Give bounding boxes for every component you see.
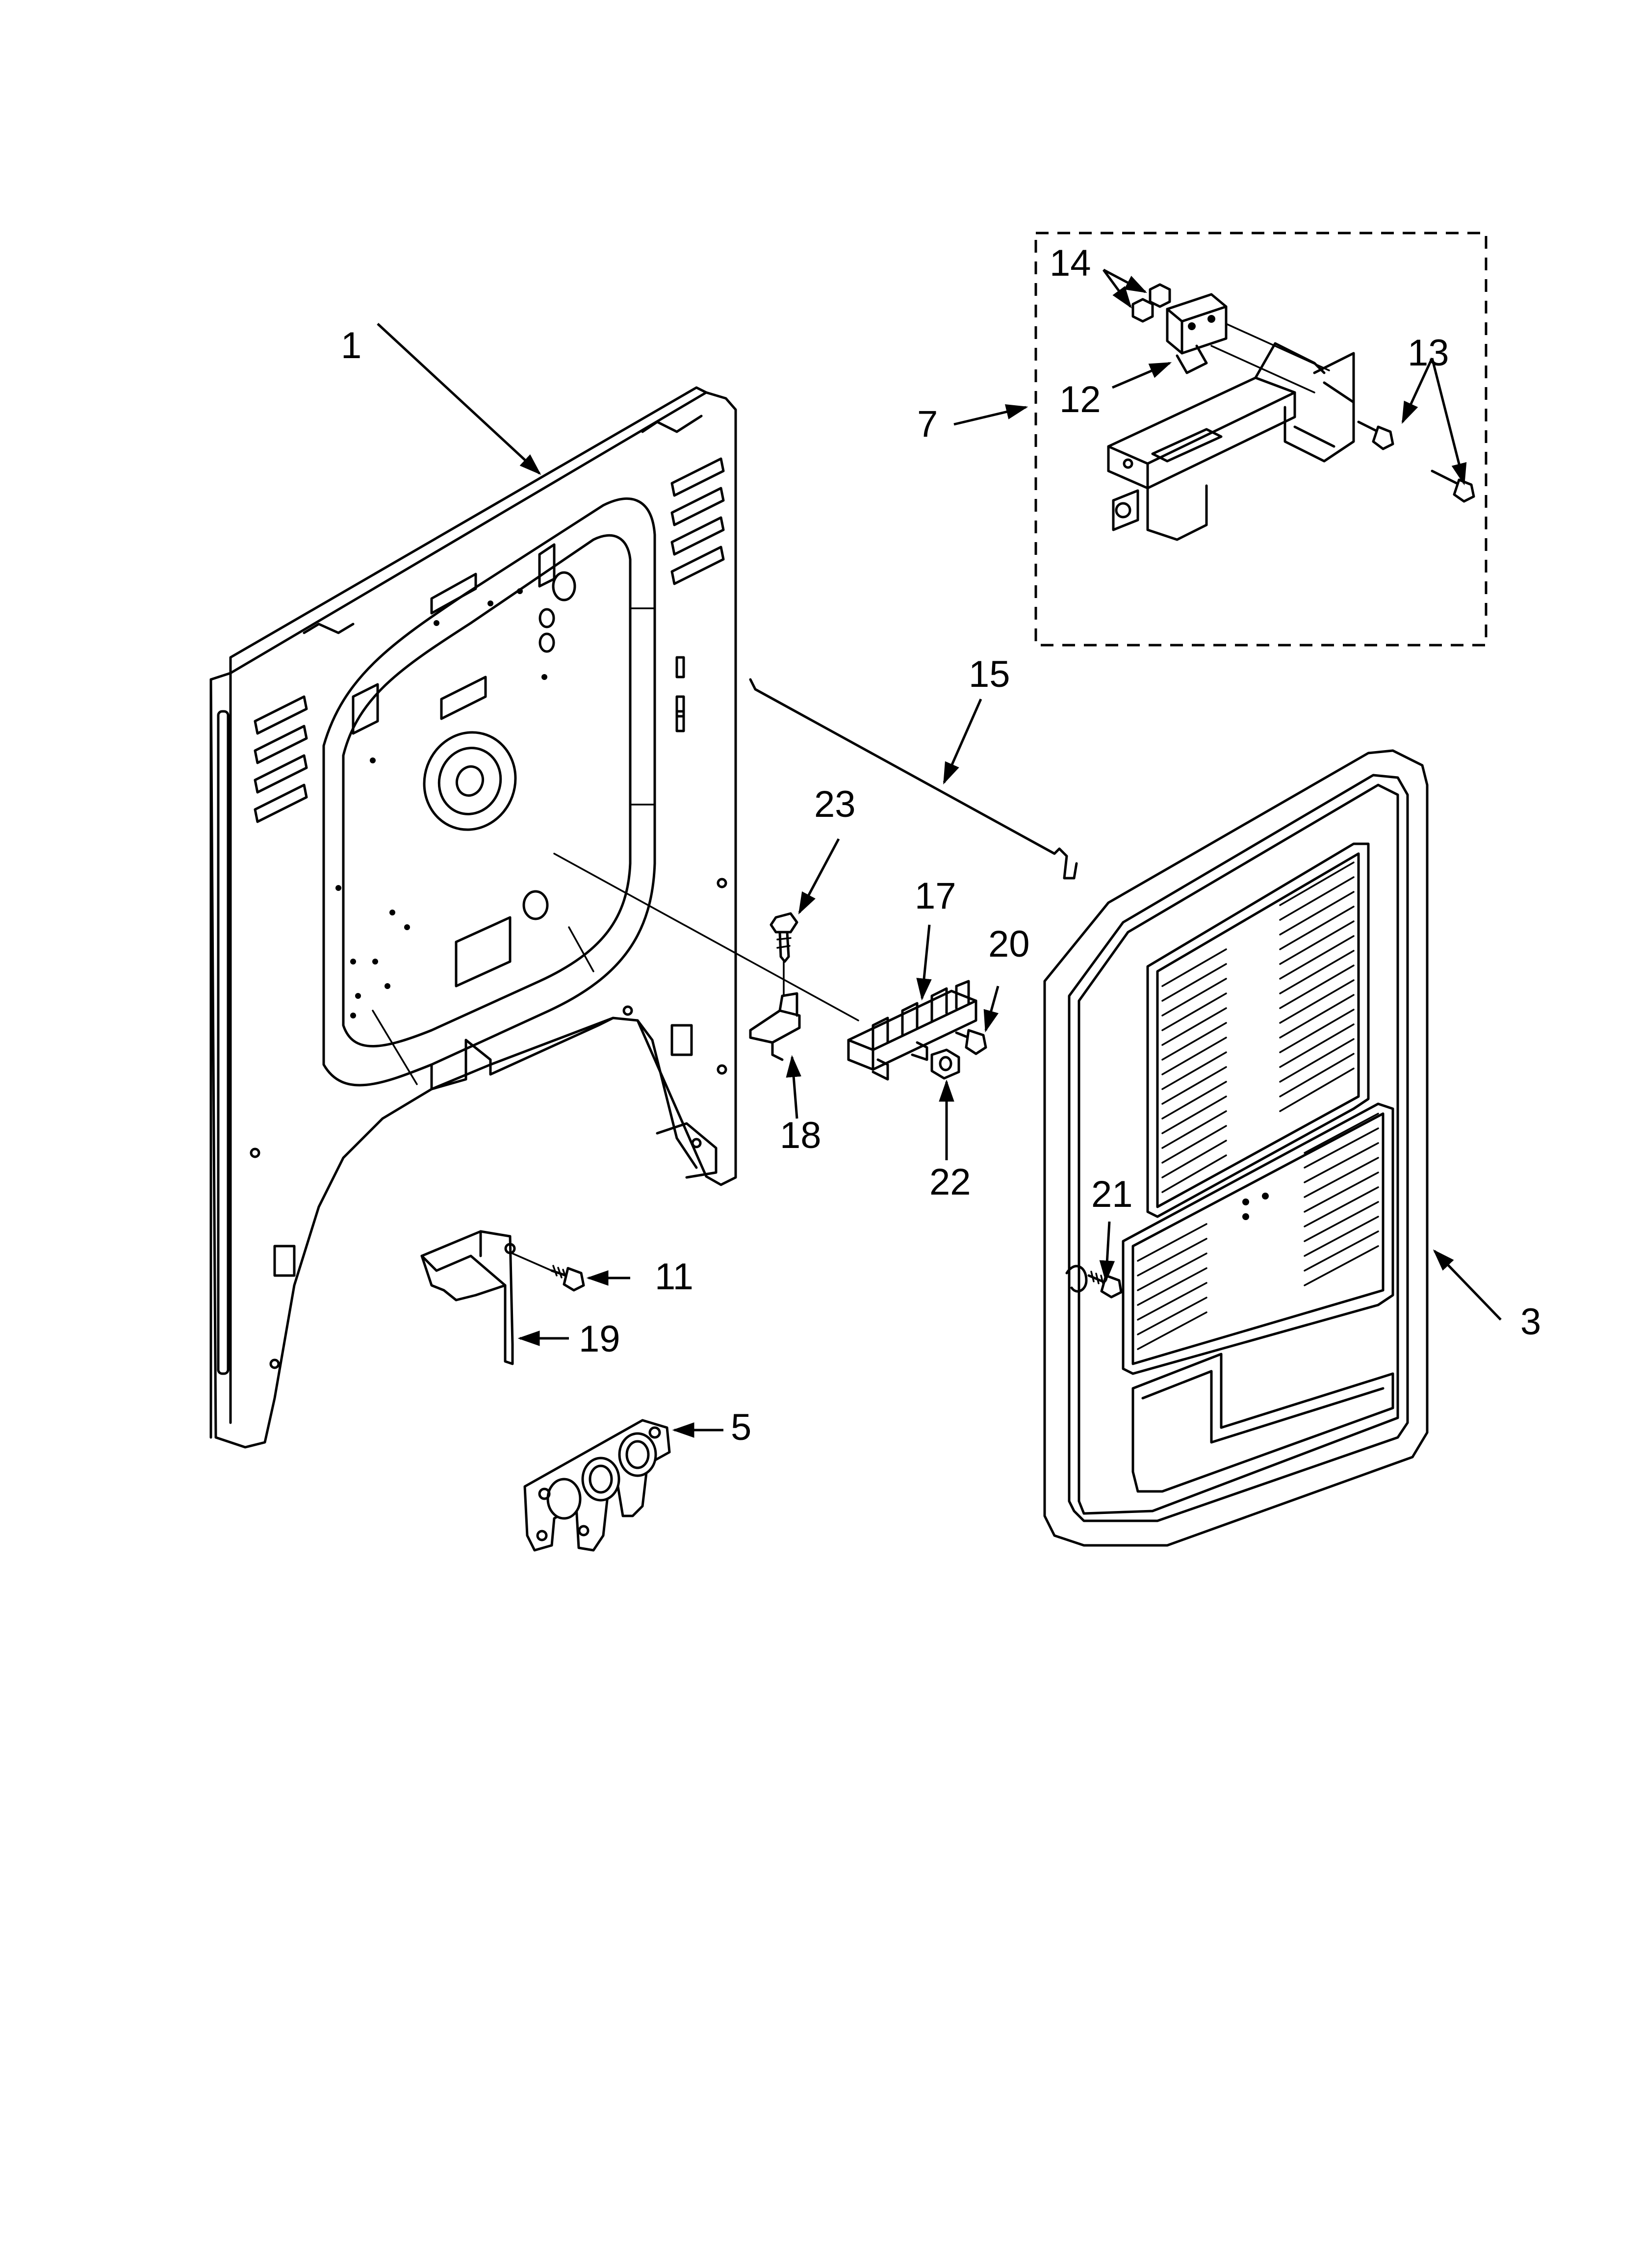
leader-lines (377, 268, 1502, 1438)
callout-19: 19 (579, 1318, 620, 1360)
side-panel (1043, 749, 1429, 1547)
terminal-block-17 (847, 980, 977, 1081)
rod-15 (749, 678, 1078, 880)
callout-13: 13 (1408, 332, 1449, 374)
nut-22 (930, 1048, 960, 1080)
callout-7: 7 (917, 403, 938, 445)
callout-21: 21 (1091, 1173, 1133, 1215)
screw-23 (770, 912, 798, 997)
callout-11: 11 (655, 1256, 693, 1298)
subassembly-7-box (1034, 232, 1488, 647)
callout-15: 15 (969, 653, 1010, 695)
left-louvers (254, 695, 308, 823)
callout-18: 18 (780, 1115, 821, 1156)
callout-22: 22 (929, 1161, 971, 1203)
clip-18 (749, 992, 801, 1061)
right-louvers (670, 457, 725, 585)
callout-23: 23 (814, 783, 856, 825)
callout-5: 5 (731, 1407, 751, 1448)
rear-panel (209, 386, 859, 1449)
callout-labels: 1 3 5 7 11 12 13 14 15 17 18 19 20 21 22… (341, 242, 1541, 1448)
bracket-19 (420, 1230, 516, 1365)
screw-13b (1431, 469, 1475, 503)
callout-17: 17 (915, 875, 956, 917)
callout-20: 20 (988, 923, 1030, 965)
top-vent-slots-left (1161, 948, 1227, 1193)
bottom-vent-slots-left (1137, 1223, 1207, 1350)
screw-20 (955, 1029, 987, 1055)
screw-11 (512, 1252, 585, 1292)
callout-12: 12 (1059, 379, 1101, 420)
callout-1: 1 (341, 325, 361, 366)
plate-5 (523, 1419, 671, 1552)
callout-14: 14 (1050, 242, 1091, 284)
callout-3: 3 (1520, 1301, 1541, 1343)
bottom-vent-slots-right (1304, 1113, 1379, 1286)
top-vent-slots-right (1279, 861, 1355, 1112)
screw-13a (1357, 420, 1394, 450)
